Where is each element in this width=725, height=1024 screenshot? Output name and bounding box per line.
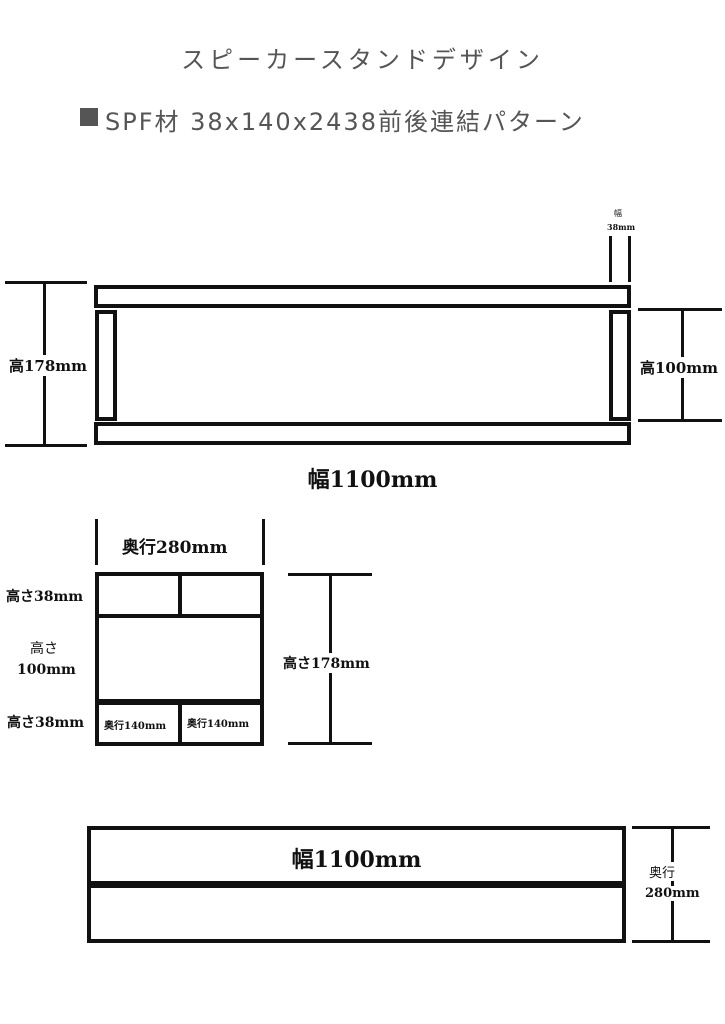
depth-label: 奥行280mm bbox=[122, 533, 228, 558]
depth-right-label: 奥行140mm bbox=[187, 715, 250, 730]
mid-height-label: 高さ bbox=[30, 638, 58, 658]
square-bullet-icon bbox=[80, 108, 98, 126]
leg-width-value: 38mm bbox=[607, 222, 636, 232]
depth-left-label: 奥行140mm bbox=[104, 717, 167, 732]
dim-line bbox=[638, 308, 722, 311]
depth-label: 奥行 bbox=[646, 862, 679, 881]
width-label: 幅1100mm bbox=[307, 467, 438, 493]
height-total-label: 高178mm bbox=[9, 355, 88, 376]
right-leg bbox=[609, 310, 631, 421]
height-leg-label: 高100mm bbox=[640, 357, 719, 378]
divider bbox=[178, 574, 182, 616]
divider bbox=[178, 703, 182, 744]
total-height-label: 高さ178mm bbox=[283, 653, 370, 673]
leg-width-label: 幅 bbox=[614, 208, 622, 219]
dim-line bbox=[609, 236, 612, 282]
dim-line bbox=[5, 444, 87, 447]
top-board bbox=[94, 285, 631, 308]
subtitle: SPF材 38x140x2438前後連結パターン bbox=[105, 108, 585, 136]
back-board bbox=[87, 884, 626, 943]
dim-line bbox=[262, 519, 265, 565]
depth-value: 280mm bbox=[645, 886, 700, 901]
leg-section bbox=[95, 614, 264, 703]
top-height-label: 高さ38mm bbox=[6, 586, 84, 606]
mid-height-value: 100mm bbox=[17, 662, 76, 678]
width-label: 幅1100mm bbox=[291, 847, 422, 873]
left-leg bbox=[95, 310, 117, 421]
bottom-height-label: 高さ38mm bbox=[7, 712, 85, 732]
dim-line bbox=[95, 519, 98, 565]
dim-line bbox=[671, 827, 674, 942]
dim-line bbox=[638, 419, 722, 422]
dim-line bbox=[5, 281, 87, 284]
bottom-board bbox=[94, 422, 631, 445]
page-title: スピーカースタンドデザイン bbox=[181, 46, 544, 74]
dim-line bbox=[628, 236, 631, 282]
front-board bbox=[87, 826, 626, 885]
